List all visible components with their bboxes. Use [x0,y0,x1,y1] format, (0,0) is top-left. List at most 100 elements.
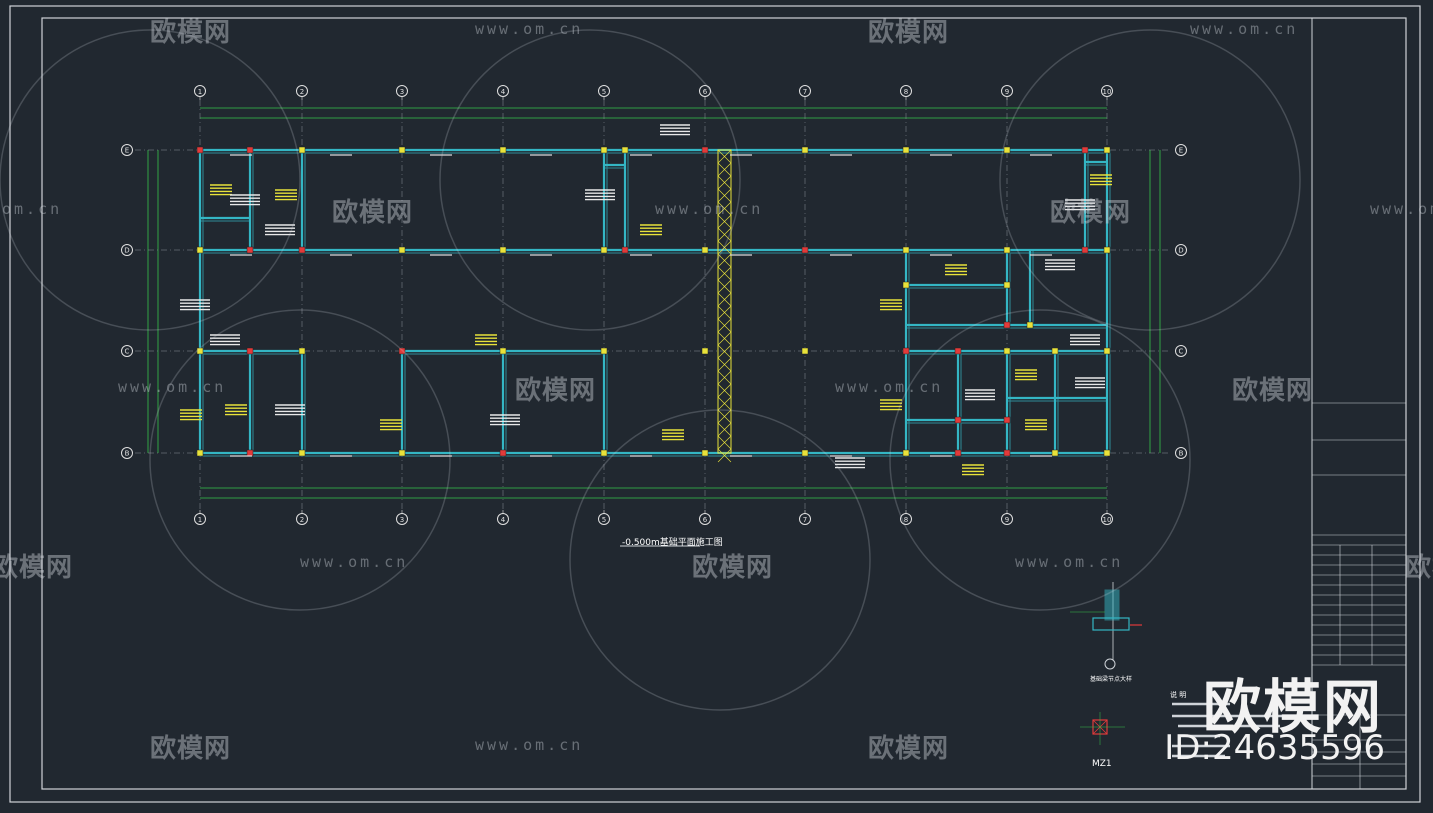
watermark-arc [0,29,301,331]
watermark-brand: 欧模网 [1050,198,1132,228]
column [902,449,910,457]
watermark-brand: 欧模网 [332,198,414,228]
beam-annotations [180,124,1112,476]
column [246,146,254,154]
column [600,347,608,355]
watermark-id: ID:24635596 [1164,728,1385,768]
watermark-url-partial: om.cn [2,200,63,218]
column [1103,347,1111,355]
column [499,449,507,457]
axis-label-letter: E [1179,147,1183,155]
column [398,246,406,254]
hatch-line [717,253,732,268]
column [954,416,962,424]
axis-label-letter: E [125,147,129,155]
hatch-line [717,448,732,463]
column [298,347,306,355]
column [196,449,204,457]
hatch-line [717,292,732,307]
axis-bubble [121,447,133,459]
column [801,347,809,355]
watermark-arc [889,309,1191,611]
column [499,246,507,254]
axis-label-letter: D [1178,247,1183,255]
column [954,347,962,355]
hatch-line [717,201,732,216]
column [196,347,204,355]
axis-label-letter: B [1179,450,1184,458]
column [1081,246,1089,254]
axis-label-number: 3 [400,516,404,524]
detail2-title: MZ1 [1092,759,1112,769]
column [701,246,709,254]
watermark-url: www.om.cn [1370,200,1433,218]
plan-title: -0.500m基础平面施工图 [622,538,723,548]
watermark-url: www.om.cn [1015,553,1124,571]
axis-bubble [121,144,133,156]
column [1003,347,1011,355]
axis-label-number: 2 [300,88,304,96]
watermark-arc [999,29,1301,331]
column [902,281,910,289]
axis-gridlines [135,100,1170,510]
watermark-arc [149,309,451,611]
column [902,347,910,355]
axis-bubble [1175,144,1187,156]
axis-label-number: 4 [501,88,506,96]
column [954,449,962,457]
notes-text-lines [1172,702,1290,758]
column [1051,449,1059,457]
hatch-line [717,409,732,424]
hatch-line [717,175,732,190]
axis-label-number: 1 [198,88,202,96]
column [246,347,254,355]
column [1003,246,1011,254]
watermark-brand: 欧模网 [515,376,597,406]
column [621,146,629,154]
axis-label-letter: B [125,450,130,458]
column [1003,321,1011,329]
axis-bubble [121,244,133,256]
watermark-url: www.om.cn [1190,20,1299,38]
title-block [1312,402,1406,789]
hatch-line [717,149,732,164]
axis-label-number: 3 [400,88,404,96]
hatch-line [717,279,732,294]
axis-label-number: 8 [904,88,908,96]
axis-label-number: 9 [1005,516,1009,524]
column [801,449,809,457]
column [902,246,910,254]
axis-label-number: 6 [703,88,708,96]
column [621,246,629,254]
hatch-line [717,383,732,398]
hatch-line [717,422,732,437]
columns [196,146,1111,457]
column [398,347,406,355]
watermark-url: www.om.cn [475,20,584,38]
axis-label-number: 5 [602,88,606,96]
watermark-brand: 欧模网 [868,18,950,48]
column [1081,146,1089,154]
axis-bubble [121,345,133,357]
axis-bubble [1175,345,1187,357]
hatch-line [717,188,732,203]
column [1003,416,1011,424]
watermark-brand: 欧模网 [150,18,232,48]
axis-label-number: 10 [1103,516,1112,524]
column [298,449,306,457]
column [801,246,809,254]
watermark-url: www.om.cn [300,553,409,571]
axis-label-number: 4 [501,516,506,524]
axis-bubble [1175,244,1187,256]
axis-label-number: 7 [803,88,807,96]
axis-label-letter: C [1179,348,1184,356]
detail-title: 基础梁节点大样 [1090,676,1133,683]
hatched-strip [717,149,732,463]
axis-bubble [1175,447,1187,459]
watermark-brand: 欧模网 [692,553,774,583]
axis-label-number: 8 [904,516,908,524]
watermark-brand: 欧模网 [1405,553,1433,583]
hatch-line [717,396,732,411]
hatch-line [717,344,732,359]
